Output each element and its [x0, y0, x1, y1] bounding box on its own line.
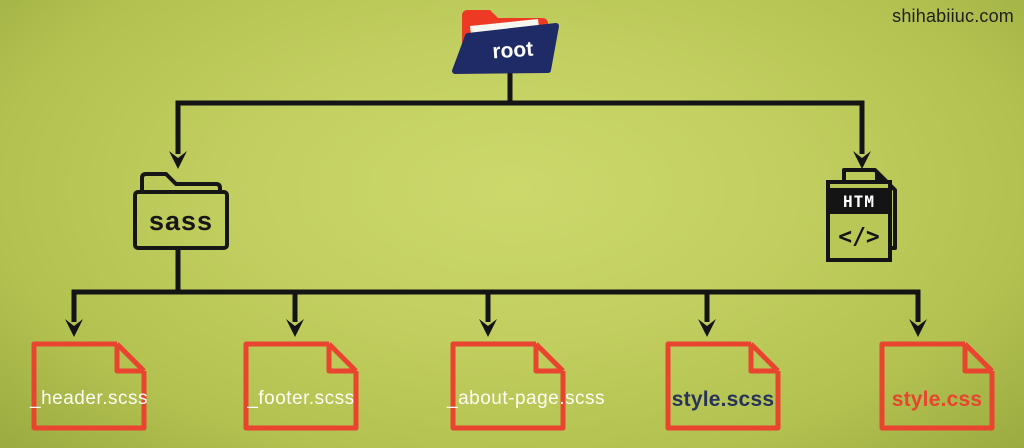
file-node-footer-scss: _footer.scss — [240, 338, 362, 434]
root-label: root — [492, 38, 534, 64]
arrow-down-icon — [286, 319, 304, 337]
file-label: style.css — [891, 388, 983, 411]
file-label: _about-page.scss — [447, 388, 605, 409]
file-outline-icon — [879, 341, 995, 431]
file-label: style.scss — [671, 388, 775, 411]
sass-label: sass — [149, 206, 213, 236]
html-file-icon: HTM </> — [826, 168, 897, 262]
htm-banner-label: HTM — [843, 192, 875, 211]
file-node-header-scss: _header.scss — [28, 338, 150, 434]
folder-tab — [140, 172, 222, 192]
file-outline-icon — [450, 341, 566, 431]
file-label: _header.scss — [30, 388, 148, 409]
code-glyph: </> — [838, 224, 880, 250]
file-outline-icon — [665, 341, 781, 431]
arrow-down-icon — [479, 319, 497, 337]
arrow-down-icon — [65, 319, 83, 337]
arrow-down-icon — [853, 151, 871, 169]
folder-body — [133, 190, 229, 250]
htm-banner — [828, 188, 890, 214]
arrowheads — [65, 151, 927, 337]
folder-front-navy — [452, 23, 559, 74]
arrow-down-icon — [909, 319, 927, 337]
file-node-style-scss: style.scss — [662, 338, 784, 434]
file-node-about-page-scss: _about-page.scss — [447, 338, 605, 434]
arrow-down-icon — [169, 151, 187, 169]
file-label: _footer.scss — [247, 388, 355, 409]
watermark-text: shihabiiuc.com — [892, 6, 1014, 26]
connector-lines — [71, 70, 921, 322]
file-node-style-css: style.css — [876, 338, 998, 434]
root-folder-icon: root — [452, 10, 559, 74]
arrow-down-icon — [698, 319, 716, 337]
file-outline-icon — [31, 341, 147, 431]
file-outline-icon — [243, 341, 359, 431]
sass-folder-icon: sass — [133, 172, 229, 250]
